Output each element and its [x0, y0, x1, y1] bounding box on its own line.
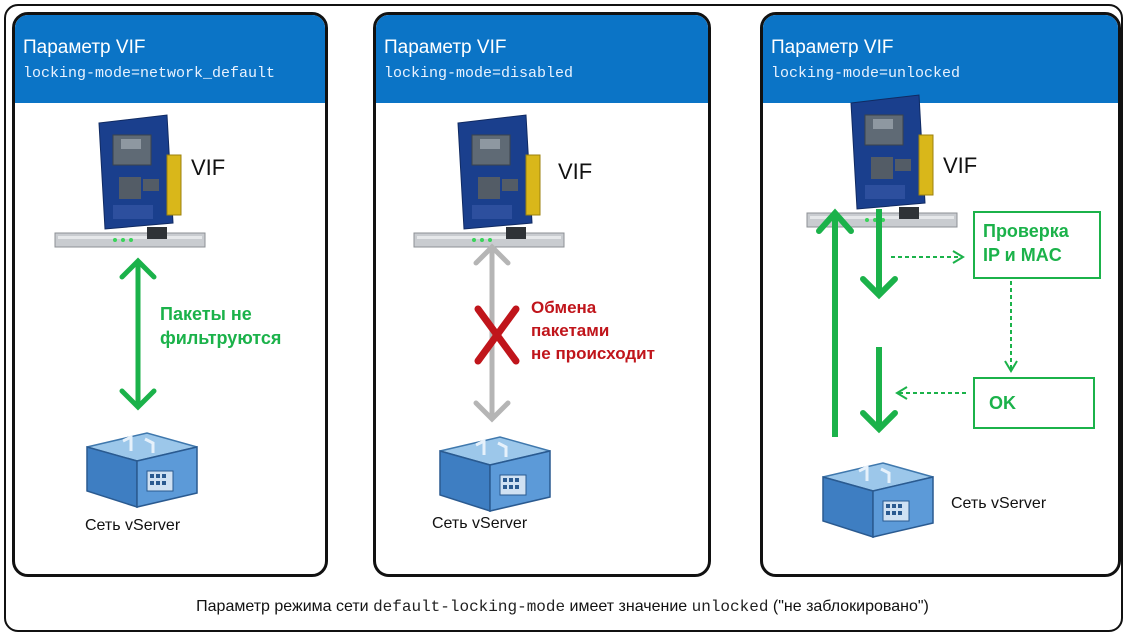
network-label: Сеть vServer — [85, 517, 181, 534]
vswitch-icon — [822, 462, 934, 539]
status-line: Обмена — [531, 298, 597, 317]
upstream-arrow — [816, 208, 854, 437]
check-ip-mac-box — [973, 211, 1101, 279]
downstream-arrow-from-ok — [860, 347, 898, 434]
panel-title: Параметр VIF — [384, 37, 507, 58]
ok-label: OK — [989, 393, 1016, 413]
dotted-arrow-to-check — [891, 250, 965, 264]
network-card-icon — [54, 114, 206, 248]
downstream-arrow-to-check — [860, 209, 898, 300]
panel-unlocked: Параметр VIF locking-mode=unlocked VIF П… — [760, 12, 1121, 577]
footer-text: ("не заблокировано") — [772, 598, 929, 615]
panel-header: Параметр VIF locking-mode=network_defaul… — [15, 15, 325, 103]
cross-icon — [474, 305, 520, 365]
vswitch-icon — [439, 436, 551, 513]
locking-mode-value: locking-mode=network_default — [23, 65, 276, 82]
vif-label: VIF — [943, 153, 978, 178]
panel-disabled: Параметр VIF locking-mode=disabled VIF О… — [373, 12, 711, 577]
vif-label: VIF — [191, 155, 226, 180]
footer-param: default-locking-mode — [373, 598, 566, 616]
locking-mode-value: locking-mode=disabled — [384, 65, 574, 82]
status-text: Пакеты не фильтруются — [160, 302, 281, 350]
panel-title: Параметр VIF — [23, 37, 146, 58]
locking-mode-value: locking-mode=unlocked — [771, 65, 961, 82]
dotted-arrow-to-ok — [1004, 281, 1018, 373]
network-label: Сеть vServer — [951, 495, 1047, 512]
footer-text: имеет значение — [569, 598, 688, 615]
network-label: Сеть vServer — [432, 515, 528, 532]
ok-box — [973, 377, 1095, 429]
check-ip-mac-label: Проверка IP и MAC — [983, 219, 1069, 267]
panel-header: Параметр VIF locking-mode=unlocked — [763, 15, 1118, 103]
status-line: не происходит — [531, 344, 655, 363]
network-card-icon — [413, 114, 565, 248]
status-text: Обмена пакетами не происходит — [531, 296, 655, 365]
status-line: пакетами — [531, 321, 610, 340]
footer-caption: Параметр режима сети default-locking-mod… — [0, 598, 1125, 616]
check-line: Проверка — [983, 221, 1069, 241]
footer-value: unlocked — [691, 598, 769, 616]
panel-header: Параметр VIF locking-mode=disabled — [376, 15, 708, 103]
footer-text: Параметр режима сети — [196, 598, 369, 615]
check-line: IP и MAC — [983, 245, 1062, 265]
status-line: фильтруются — [160, 328, 282, 348]
bidirectional-arrow — [119, 257, 157, 411]
status-line: Пакеты не — [160, 304, 252, 324]
dotted-arrow-from-ok — [895, 386, 969, 400]
vif-label: VIF — [558, 159, 593, 184]
panel-network-default: Параметр VIF locking-mode=network_defaul… — [12, 12, 328, 577]
vswitch-icon — [86, 432, 198, 509]
panel-title: Параметр VIF — [771, 37, 894, 58]
